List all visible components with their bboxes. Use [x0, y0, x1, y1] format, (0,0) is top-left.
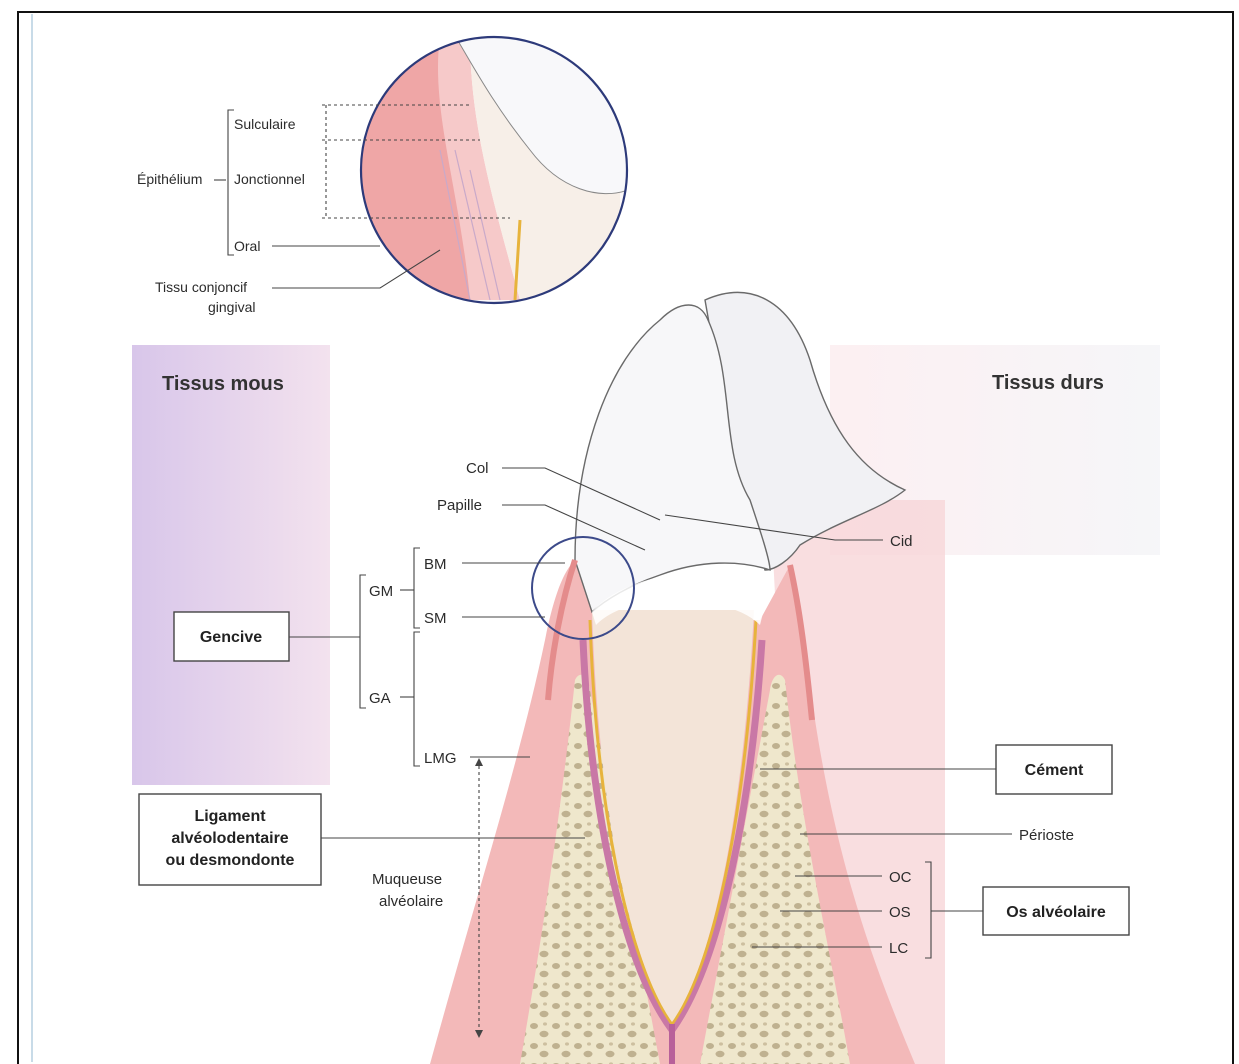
hard-tissue-heading: Tissus durs: [992, 372, 1104, 394]
oral-label: Oral: [234, 238, 260, 254]
sm-label: SM: [424, 610, 447, 627]
os-alveolaire-box-label: Os alvéolaire: [1006, 904, 1106, 921]
soft-tissue-heading: Tissus mous: [162, 373, 284, 395]
gm-label: GM: [369, 583, 393, 600]
papille-label: Papille: [437, 497, 482, 514]
ga-label: GA: [369, 690, 391, 707]
tissu-label-2: gingival: [208, 299, 255, 315]
jonctionnel-label: Jonctionnel: [234, 171, 305, 187]
ligament-line-3: ou desmondonte: [166, 852, 295, 869]
oc-label: OC: [889, 869, 912, 886]
muqueuse-label-1: Muqueuse: [372, 871, 442, 888]
tissu-label-1: Tissu conjoncif: [155, 279, 247, 295]
gm-bracket: [414, 548, 420, 628]
lc-label: LC: [889, 940, 908, 957]
sulcular-label: Sulculaire: [234, 116, 296, 132]
gencive-bracket: [360, 575, 366, 708]
bm-label: BM: [424, 556, 447, 573]
ga-bracket: [414, 632, 420, 766]
ligament-line-2: alvéolodentaire: [171, 830, 288, 847]
epithelium-label: Épithélium: [137, 171, 202, 187]
os-label: OS: [889, 904, 911, 921]
lmg-label: LMG: [424, 750, 457, 767]
ligament-line-1: Ligament: [194, 808, 266, 825]
perioste-label: Périoste: [1019, 827, 1074, 844]
soft-tissue-panel: [132, 345, 330, 785]
cement-box-label: Cément: [1025, 762, 1084, 779]
muqueuse-label-2: alvéolaire: [379, 893, 443, 910]
gencive-box-label: Gencive: [200, 629, 262, 646]
col-label: Col: [466, 460, 489, 477]
cid-label: Cid: [890, 533, 913, 550]
